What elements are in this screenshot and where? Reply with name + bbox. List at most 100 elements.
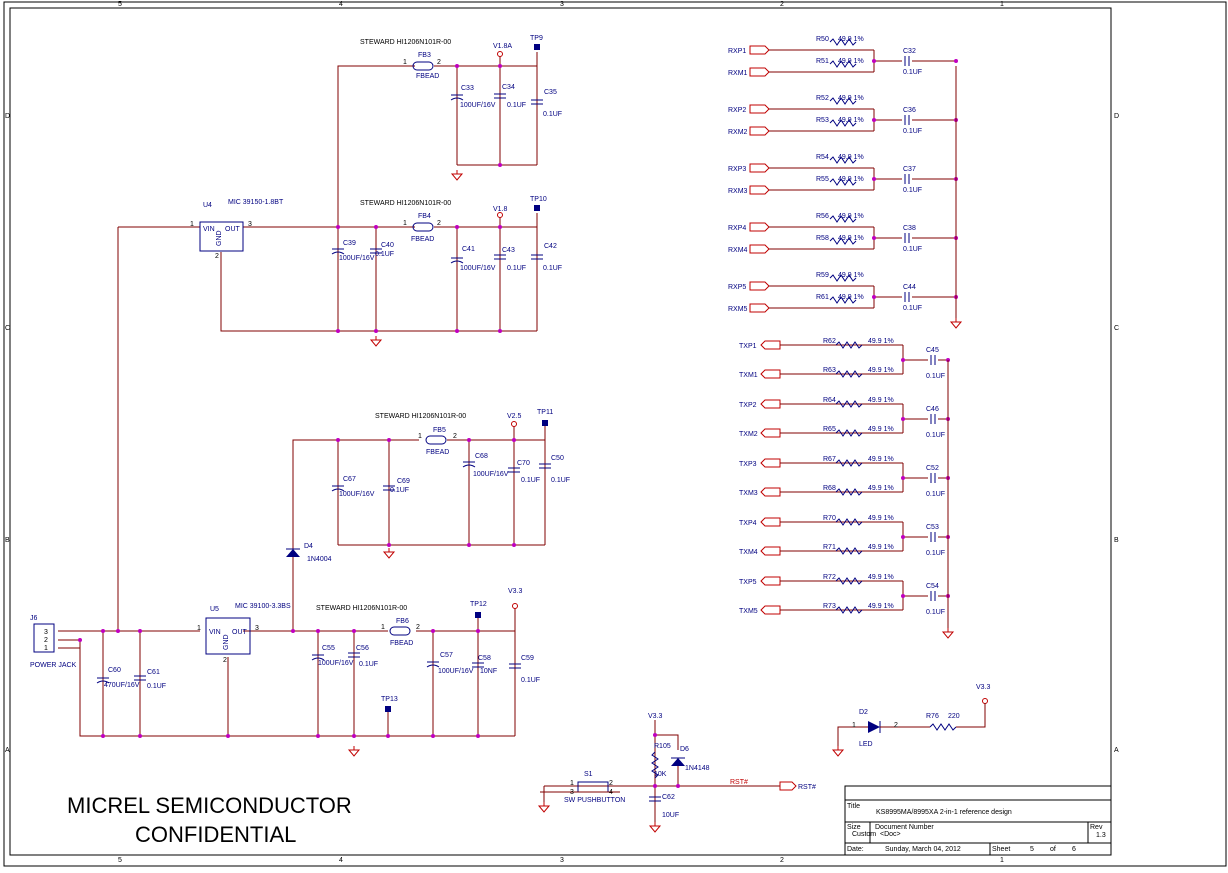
value-label: 100UF/16V (339, 491, 375, 498)
pin-number: 2 (894, 722, 898, 729)
title-block: Title KS8995MA/8995XA 2-in-1 reference d… (844, 785, 1112, 856)
col-marker: 4 (339, 1, 343, 8)
date-value: Sunday, March 04, 2012 (885, 846, 961, 853)
value-label: 49.9 1% (868, 338, 894, 345)
pin-number: 2 (437, 220, 441, 227)
pin-number: 1 (381, 624, 385, 631)
pin-number: 3 (248, 221, 252, 228)
port-label: TXM3 (739, 490, 758, 497)
port-label: TXP4 (739, 520, 757, 527)
value-label: 100UF/16V (339, 255, 375, 262)
ref-label: C32 (903, 48, 916, 55)
part-label: LED (859, 741, 873, 748)
ref-label: C67 (343, 476, 356, 483)
part-label: MIC 39150-1.8BT (228, 199, 284, 206)
value-label: 49.9 1% (838, 154, 864, 161)
sheet-label: Sheet (992, 846, 1010, 853)
col-marker: 2 (780, 1, 784, 8)
ref-label: C41 (462, 246, 475, 253)
row-marker: D (1114, 113, 1119, 120)
port-label: RXP5 (728, 284, 746, 291)
port-label: TXP3 (739, 461, 757, 468)
pin-number: 2 (609, 780, 613, 787)
row-marker: B (1114, 537, 1119, 544)
value-label: 100UF/16V (460, 265, 496, 272)
value-label: 470UF/16V (104, 682, 140, 689)
ref-label: C38 (903, 225, 916, 232)
of-value: 6 (1072, 846, 1076, 853)
ref-label: FB3 (418, 52, 431, 59)
ref-label: R73 (823, 603, 836, 610)
ref-label: R58 (816, 235, 829, 242)
value-label: 49.9 1% (838, 117, 864, 124)
value-label: 0.1UF (926, 373, 945, 380)
ref-label: R64 (823, 397, 836, 404)
ref-label: R105 (654, 743, 671, 750)
col-marker: 5 (118, 857, 122, 864)
confidential-line-1: MICREL SEMICONDUCTOR (67, 793, 352, 818)
power-wires (58, 52, 546, 737)
power-rails: V1.8A V1.8 V2.5 V3.3 V3.3 V3.3 (493, 43, 991, 720)
net-label: RST# (730, 779, 748, 786)
pin-number: 1 (44, 645, 48, 652)
bead-header: STEWARD HI1206N101R-00 (316, 605, 407, 612)
value-label: 100UF/16V (438, 668, 474, 675)
rev-label: Rev (1090, 824, 1103, 831)
pin-number: 2 (416, 624, 420, 631)
value-label: 49.9 1% (868, 397, 894, 404)
size-label: Size (847, 824, 861, 831)
value-label: 0.1UF (521, 477, 540, 484)
value-label: 1N4148 (685, 765, 710, 772)
ref-label: C68 (475, 453, 488, 460)
ref-label: R71 (823, 544, 836, 551)
value-label: 49.9 1% (838, 294, 864, 301)
tp-label: TP11 (537, 409, 553, 416)
port-label: TXM1 (739, 372, 758, 379)
port-label: RXP4 (728, 225, 746, 232)
ref-label: C44 (903, 284, 916, 291)
ref-label: R50 (816, 36, 829, 43)
ref-label: R56 (816, 213, 829, 220)
tp-label: TP12 (470, 601, 487, 608)
port-label: RXM1 (728, 70, 748, 77)
pin-label: OUT (232, 629, 248, 636)
row-marker: B (5, 537, 10, 544)
ref-label: C40 (381, 242, 394, 249)
ref-label: R53 (816, 117, 829, 124)
bead-header: STEWARD HI1206N101R-00 (375, 413, 466, 420)
bead-header: STEWARD HI1206N101R-00 (360, 39, 451, 46)
led-circuit: D2 LED 1 2 R76 220 (837, 703, 986, 748)
ref-label: R63 (823, 367, 836, 374)
row-marker: C (1114, 325, 1119, 332)
bead-fb4: STEWARD HI1206N101R-00 FB4 FBEAD 1 2 (360, 200, 451, 243)
port-label: RST# (798, 784, 816, 791)
value-label: 49.9 1% (868, 456, 894, 463)
port-label: RXM5 (728, 306, 748, 313)
pin-label: GND (223, 634, 230, 650)
junctions (78, 64, 516, 738)
ref-label: C46 (926, 406, 939, 413)
port-label: TXM5 (739, 608, 758, 615)
pin-number: 3 (44, 629, 48, 636)
pin-number: 2 (453, 433, 457, 440)
reset-circuit: S1 SW PUSHBUTTON 1 2 3 4 R105 10K D6 1N4… (540, 720, 816, 822)
col-marker: 4 (339, 857, 343, 864)
value-label: 49.9 1% (868, 544, 894, 551)
bead-fb6: STEWARD HI1206N101R-00 FB6 FBEAD 1 2 (316, 605, 420, 647)
rail-label: V3.3 (648, 713, 663, 720)
port-label: TXP5 (739, 579, 757, 586)
value-label: 0.1UF (359, 661, 378, 668)
pin-number: 1 (197, 625, 201, 632)
value-label: 0.1UF (903, 246, 922, 253)
